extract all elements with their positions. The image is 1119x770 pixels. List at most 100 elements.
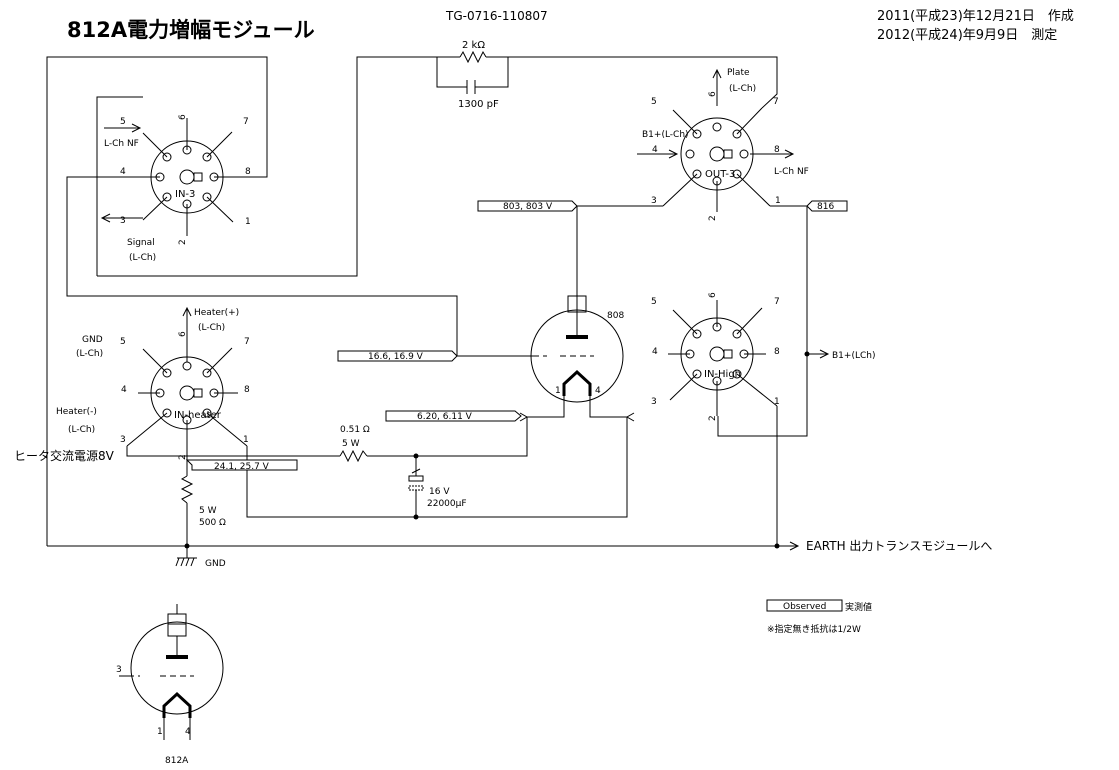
svg-text:6.20, 6.11 V: 6.20, 6.11 V <box>417 412 473 422</box>
svg-text:3: 3 <box>651 397 657 407</box>
socket-heater: IN-heater 5 7 4 8 3 1 6 2 Heater(+) (L-C… <box>56 308 250 460</box>
svg-text:16.6, 16.9 V: 16.6, 16.9 V <box>368 352 424 362</box>
svg-text:7: 7 <box>244 337 250 347</box>
svg-text:4: 4 <box>121 385 127 395</box>
svg-text:8: 8 <box>245 167 251 177</box>
svg-text:(L-Ch): (L-Ch) <box>76 349 103 359</box>
svg-text:(L-Ch): (L-Ch) <box>729 84 756 94</box>
svg-text:IN-heater: IN-heater <box>174 410 222 421</box>
created-date: 2011(平成23)年12月21日 作成 <box>877 9 1074 24</box>
socket-in3: IN-3 7 8 1 5 4 3 6 2 L-Ch NF Signal (L-C… <box>104 114 251 263</box>
svg-text:5 W: 5 W <box>342 439 360 449</box>
page-title: 812A電力増幅モジュール <box>67 18 315 42</box>
socket-out3: OUT-3 5 7 4 8 3 1 6 2 Plate (L-Ch) B1+(L… <box>642 68 809 221</box>
svg-text:4: 4 <box>652 347 658 357</box>
svg-text:5 W: 5 W <box>199 506 217 516</box>
legend-desc: 実測値 <box>845 601 872 613</box>
legend: Observed 実測値 ※指定無き抵抗は1/2W <box>766 599 872 635</box>
svg-text:5: 5 <box>651 97 657 107</box>
svg-text:5: 5 <box>120 337 126 347</box>
svg-text:6: 6 <box>178 331 188 337</box>
svg-text:2 kΩ: 2 kΩ <box>462 40 485 51</box>
junction-dots <box>184 351 810 549</box>
svg-text:4: 4 <box>185 727 191 737</box>
svg-text:L-Ch NF: L-Ch NF <box>774 167 809 177</box>
svg-text:0.51 Ω: 0.51 Ω <box>340 425 370 435</box>
svg-text:3: 3 <box>116 665 122 675</box>
svg-text:3: 3 <box>120 435 126 445</box>
svg-text:1: 1 <box>245 217 251 227</box>
svg-text:500 Ω: 500 Ω <box>199 518 226 528</box>
svg-text:2: 2 <box>178 239 188 245</box>
svg-text:1: 1 <box>157 727 163 737</box>
svg-text:4: 4 <box>595 386 601 396</box>
svg-text:(L-Ch): (L-Ch) <box>129 253 156 263</box>
svg-text:OUT-3: OUT-3 <box>705 169 735 180</box>
svg-text:812A: 812A <box>165 756 189 766</box>
svg-text:4: 4 <box>652 145 658 155</box>
measured-date: 2012(平成24)年9月9日 測定 <box>877 28 1057 43</box>
svg-text:22000μF: 22000μF <box>427 499 467 509</box>
svg-text:2: 2 <box>708 415 718 421</box>
svg-text:Plate: Plate <box>727 68 750 78</box>
svg-text:L-Ch NF: L-Ch NF <box>104 139 139 149</box>
legend-box-text: Observed <box>783 602 826 612</box>
svg-text:1300 pF: 1300 pF <box>458 99 499 110</box>
svg-text:5: 5 <box>651 297 657 307</box>
svg-text:(L-Ch): (L-Ch) <box>198 323 225 333</box>
svg-text:16 V: 16 V <box>429 487 450 497</box>
svg-text:816: 816 <box>817 202 834 212</box>
bias-resistor: 5 W 500 Ω <box>180 475 226 528</box>
svg-text:GND: GND <box>205 559 226 569</box>
svg-text:6: 6 <box>708 91 718 97</box>
svg-text:3: 3 <box>651 196 657 206</box>
tag-grid-voltage: 16.6, 16.9 V <box>337 350 458 362</box>
drawing-code: TG-0716-110807 <box>445 9 548 23</box>
svg-text:IN-3: IN-3 <box>175 189 195 200</box>
heater-ac-label: ヒータ交流電源8V <box>14 448 115 463</box>
svg-text:Heater(+): Heater(+) <box>194 308 239 318</box>
svg-text:1: 1 <box>774 397 780 407</box>
svg-text:IN-High: IN-High <box>704 369 741 380</box>
tube-812a-symbol: 3 1 4 812A <box>116 604 224 766</box>
svg-text:24.1, 25.7 V: 24.1, 25.7 V <box>214 462 270 472</box>
filter-capacitor: 16 V 22000μF <box>408 468 467 509</box>
earth-label: EARTH 出力トランスモジュールへ <box>806 539 992 553</box>
feedback-capacitor: 1300 pF <box>458 80 499 110</box>
ground-symbol: GND <box>175 557 226 569</box>
svg-text:4: 4 <box>120 167 126 177</box>
svg-text:8: 8 <box>774 145 780 155</box>
tag-supply-voltage: 24.1, 25.7 V <box>185 459 298 472</box>
tube-808: 808 1 4 <box>530 295 624 403</box>
svg-text:2: 2 <box>708 215 718 221</box>
heater-resistor: 0.51 Ω 5 W <box>339 425 370 463</box>
svg-text:6: 6 <box>708 292 718 298</box>
svg-text:8: 8 <box>244 385 250 395</box>
svg-text:8: 8 <box>774 347 780 357</box>
svg-text:1: 1 <box>243 435 249 445</box>
legend-note: ※指定無き抵抗は1/2W <box>767 623 861 635</box>
feedback-resistor: 2 kΩ <box>459 40 487 64</box>
tag-plate-voltage: 803, 803 V <box>477 200 578 212</box>
svg-text:(L-Ch): (L-Ch) <box>68 425 95 435</box>
tag-heater-voltage: 6.20, 6.11 V <box>385 410 522 422</box>
svg-text:803, 803 V: 803, 803 V <box>503 202 553 212</box>
svg-text:7: 7 <box>773 97 779 107</box>
svg-text:2: 2 <box>178 454 188 460</box>
svg-text:1: 1 <box>555 386 561 396</box>
svg-text:7: 7 <box>774 297 780 307</box>
svg-text:1: 1 <box>775 196 781 206</box>
svg-text:808: 808 <box>607 311 624 321</box>
svg-text:Signal: Signal <box>127 238 155 248</box>
tag-b1-number: 816 <box>806 200 848 212</box>
svg-text:B1+(L-Ch): B1+(L-Ch) <box>642 130 689 140</box>
wiring <box>46 56 830 558</box>
svg-text:6: 6 <box>178 114 188 120</box>
svg-text:3: 3 <box>120 216 126 226</box>
socket-high: IN-High 5 7 4 8 3 1 6 2 <box>651 292 780 421</box>
svg-text:7: 7 <box>243 117 249 127</box>
svg-text:GND: GND <box>82 335 103 345</box>
svg-text:5: 5 <box>120 117 126 127</box>
b1-lch-label: B1+(LCh) <box>832 351 875 361</box>
